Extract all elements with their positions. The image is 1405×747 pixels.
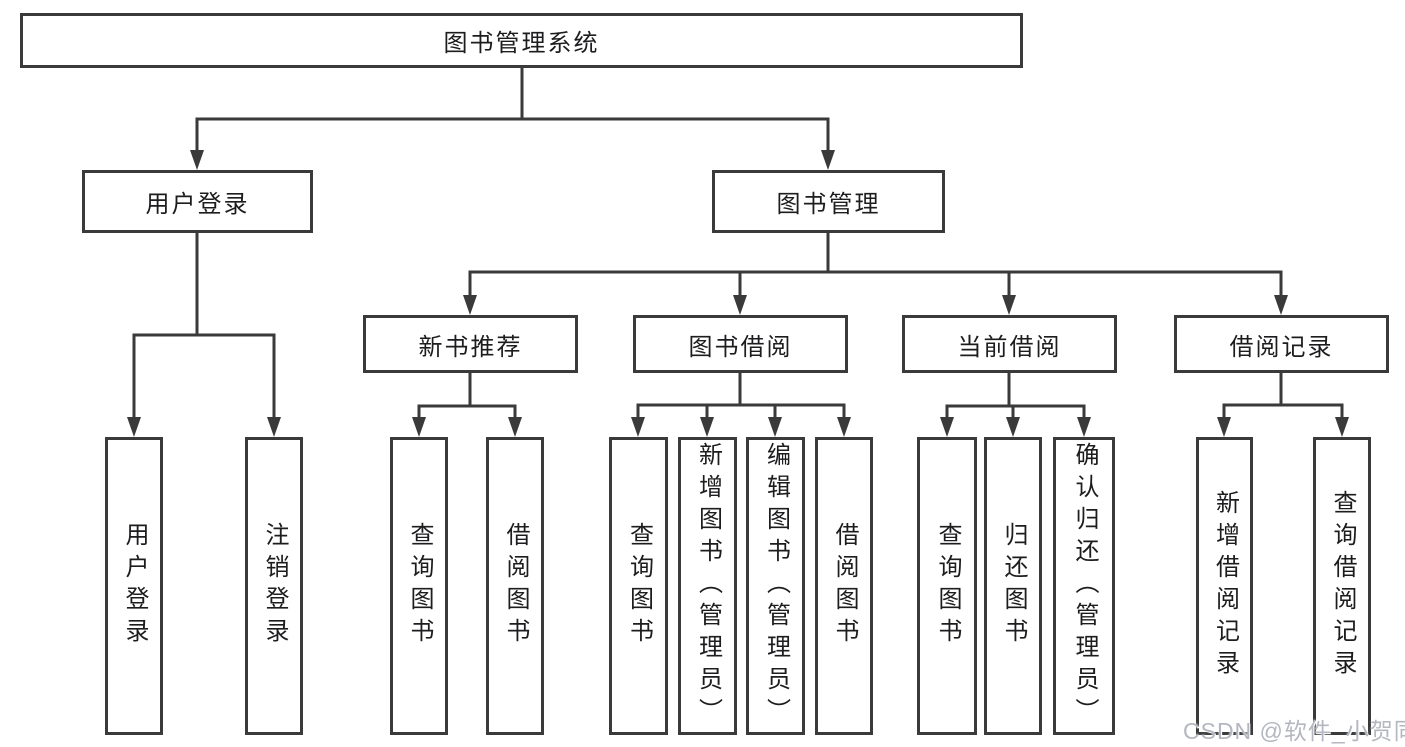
leaf-add-borrow-record: 新增借阅记录 — [1196, 437, 1253, 735]
leaf-logout: 注销登录 — [245, 437, 303, 735]
leaf-query-books-recommend: 查询图书 — [390, 437, 448, 735]
leaf-borrow-books-recommend: 借阅图书 — [486, 437, 544, 735]
leaf-confirm-return-admin: 确认归还（管理员） — [1053, 437, 1115, 735]
node-current-borrow: 当前借阅 — [902, 315, 1117, 373]
node-book-borrow: 图书借阅 — [633, 315, 848, 373]
leaf-return-books: 归还图书 — [984, 437, 1042, 735]
node-user-login: 用户登录 — [82, 170, 313, 233]
leaf-user-login: 用户登录 — [105, 437, 163, 735]
leaf-query-books-current: 查询图书 — [917, 437, 977, 735]
node-root: 图书管理系统 — [20, 13, 1023, 68]
leaf-query-borrow-record: 查询借阅记录 — [1313, 437, 1371, 735]
leaf-borrow-books: 借阅图书 — [815, 437, 873, 735]
leaf-edit-books-admin: 编辑图书（管理员） — [746, 437, 805, 735]
watermark: CSDN @软件_小贺同学 — [1183, 718, 1405, 744]
node-borrow-records: 借阅记录 — [1174, 315, 1389, 373]
arrowheads — [127, 150, 1349, 437]
node-new-book-recommend: 新书推荐 — [363, 315, 578, 373]
leaf-add-books-admin: 新增图书（管理员） — [678, 437, 737, 735]
node-book-management: 图书管理 — [712, 170, 945, 233]
leaf-query-books-borrow: 查询图书 — [609, 437, 668, 735]
